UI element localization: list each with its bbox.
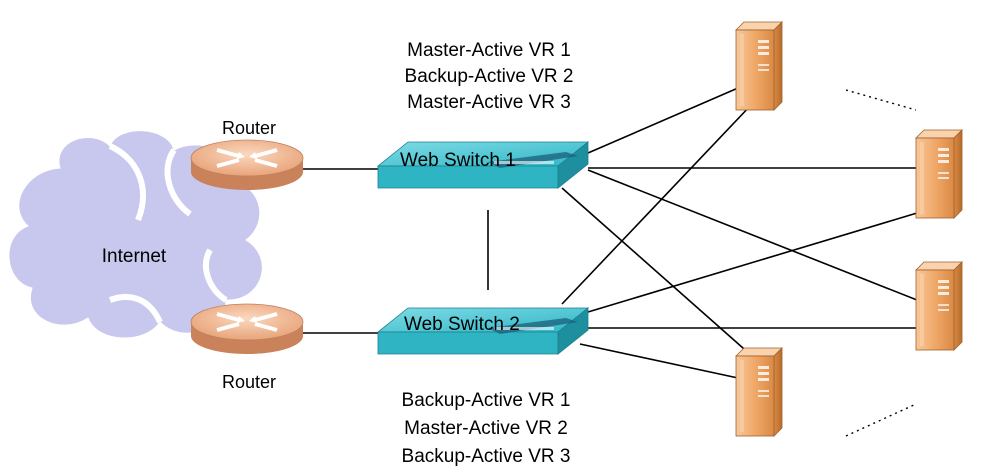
server-1-icon	[735, 21, 783, 111]
web-switch-2-label: Web Switch 2	[404, 314, 520, 335]
link-s2-server1	[561, 103, 753, 305]
link-s1-server3	[587, 169, 918, 301]
switch2-role-1: Backup-Active VR 1	[402, 390, 571, 411]
router-bottom-label: Router	[222, 372, 276, 392]
web-switch-1-label: Web Switch 1	[400, 150, 516, 171]
more-servers-dots-top	[845, 89, 917, 111]
internet-cloud-icon	[8, 130, 263, 339]
switch2-role-3: Backup-Active VR 3	[402, 446, 571, 467]
internet-label: Internet	[102, 246, 167, 267]
router-top-icon	[189, 138, 305, 192]
more-servers-dots-bottom	[845, 403, 917, 437]
server-4-icon	[735, 347, 783, 437]
switch2-role-2: Master-Active VR 2	[404, 418, 568, 439]
server-3-icon	[915, 261, 963, 351]
server-2-icon	[915, 129, 963, 219]
router-top-label: Router	[222, 118, 276, 138]
switch1-role-1: Master-Active VR 1	[407, 40, 571, 61]
link-s2-server2	[587, 212, 918, 313]
link-s2-server4	[579, 343, 739, 379]
switch1-role-2: Backup-Active VR 2	[405, 66, 574, 87]
router-bottom-icon	[189, 302, 305, 356]
link-s1-server1	[587, 87, 739, 154]
connection-lines	[302, 87, 918, 379]
switch1-role-3: Master-Active VR 3	[407, 92, 571, 113]
